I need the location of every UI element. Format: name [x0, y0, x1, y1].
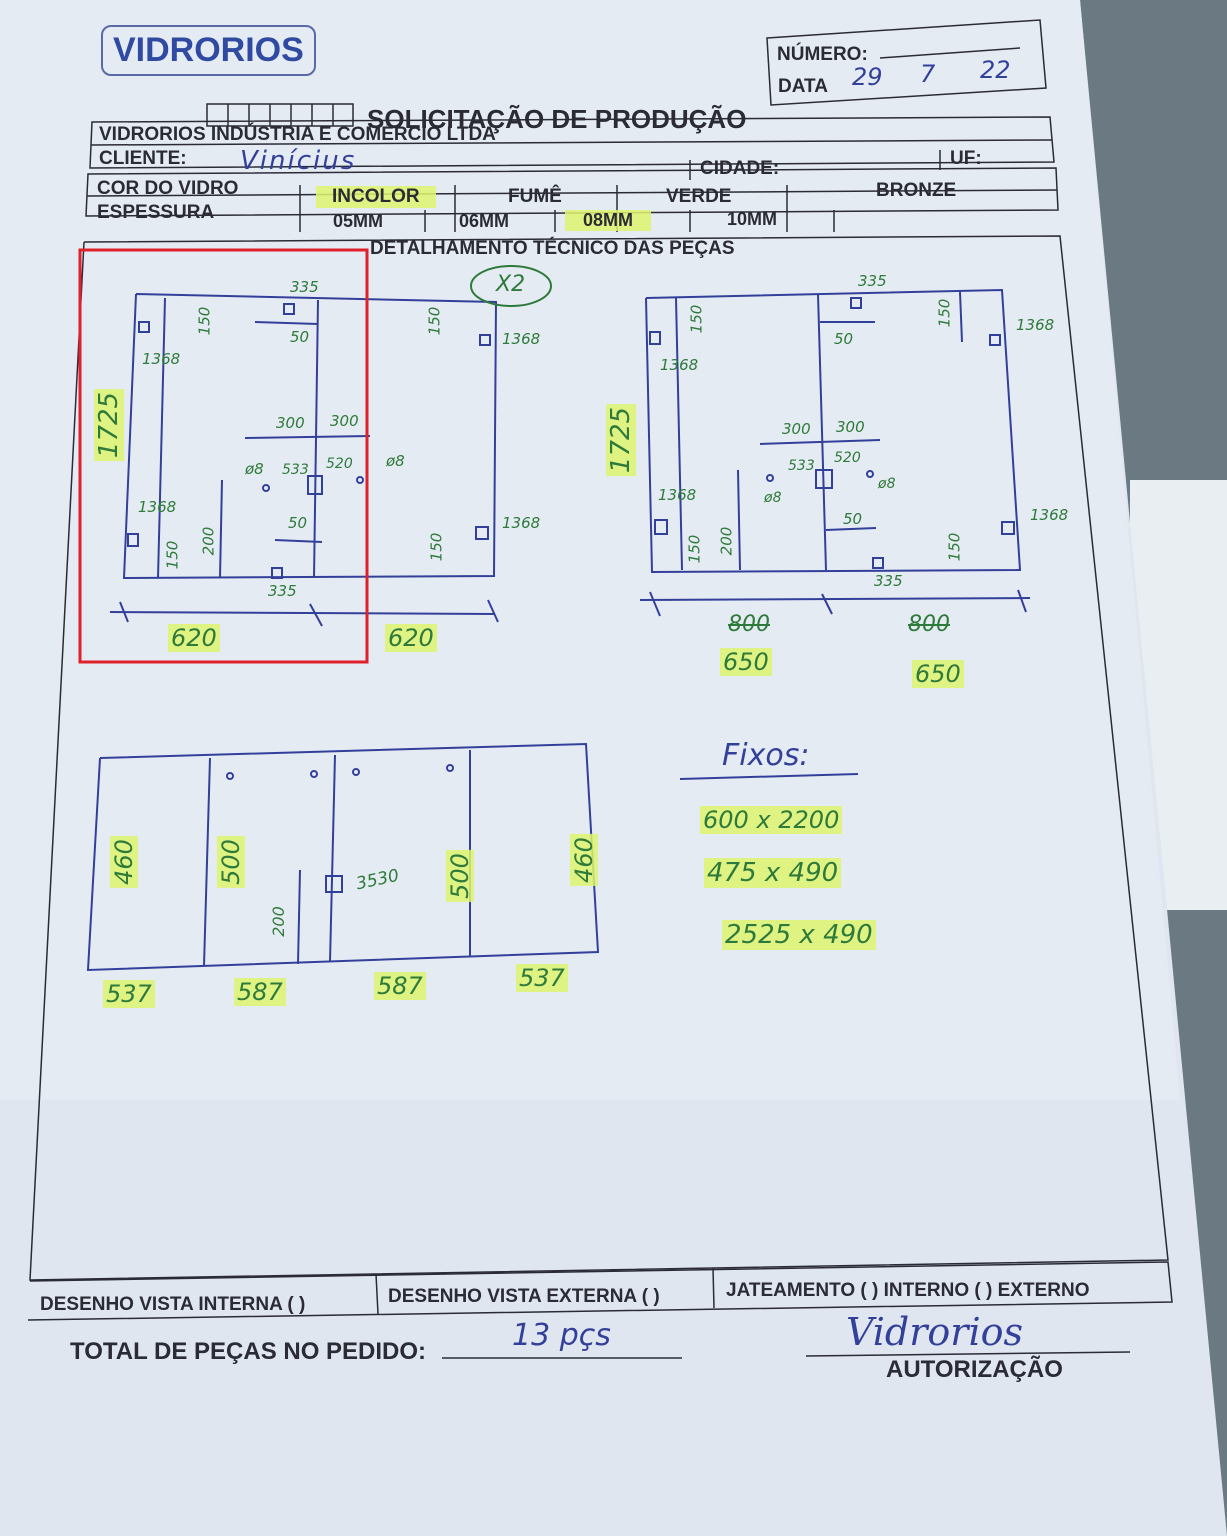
- company-name: VIDRORIOS INDÚSTRIA E COMÉRCIO LTDA: [99, 124, 496, 145]
- drawing-1-label: 300: [330, 412, 359, 430]
- drawing-1-label: 150: [163, 540, 182, 570]
- drawing-2-width-crossed-right: 800: [908, 612, 950, 637]
- drawing-1-label: 150: [195, 306, 214, 336]
- drawing-2-width-right: 650: [912, 660, 964, 688]
- drawing-2-lines: [639, 288, 1031, 617]
- drawing-1-width-right: 620: [385, 624, 437, 652]
- footer-grid: [27, 1261, 1173, 1359]
- cliente-label: CLIENTE:: [99, 148, 187, 169]
- date-day: 29: [852, 63, 883, 91]
- drawing-2-label: 300: [782, 420, 811, 438]
- drawing-2-label: 200: [717, 526, 736, 556]
- drawing-1-label: 1368: [502, 514, 541, 532]
- drawing-1-label: 50: [290, 328, 310, 346]
- drawing-1-quantity: X2: [496, 272, 526, 297]
- thickness-option-06mm: 06MM: [459, 211, 510, 231]
- drawing-2-label: 150: [687, 304, 706, 334]
- drawing-1-height: 1725: [94, 388, 125, 462]
- data-label: DATA: [778, 76, 828, 97]
- vista-externa-option: DESENHO VISTA EXTERNA ( ): [388, 1286, 660, 1307]
- drawing-1-width-left: 620: [168, 624, 220, 652]
- jateamento-option: JATEAMENTO ( ) INTERNO ( ) EXTERNO: [726, 1280, 1090, 1301]
- thickness-option-08mm: 08MM: [565, 210, 652, 231]
- date-month: 7: [920, 60, 936, 88]
- drawing-3-height-2: 500: [216, 836, 245, 888]
- drawing-3-width-2: 587: [234, 978, 286, 1006]
- drawing-3-width-1: 537: [103, 980, 155, 1008]
- drawing-1-lines: [109, 293, 499, 627]
- drawing-2-height: 1725: [606, 403, 637, 477]
- quantity-circle: [470, 265, 552, 307]
- tick-boxes: [206, 103, 354, 127]
- vista-interna-option: DESENHO VISTA INTERNA ( ): [40, 1294, 306, 1315]
- uf-label: UF:: [950, 148, 982, 169]
- fixos-item: 2525 x 490: [722, 920, 876, 950]
- autorizacao-label: AUTORIZAÇÃO: [886, 1356, 1063, 1383]
- drawing-1-label: 533: [282, 462, 309, 478]
- drawing-2-label: 1368: [1016, 316, 1055, 334]
- color-option-verde: VERDE: [666, 186, 732, 207]
- drawing-2-label: 50: [834, 330, 854, 348]
- logo: VIDRORIOS: [101, 25, 316, 76]
- drawing-1-label: 335: [268, 582, 297, 600]
- drawing-1-label: 150: [425, 306, 444, 336]
- drawing-2-label: 335: [874, 572, 903, 590]
- form-title: SOLICITAÇÃO DE PRODUÇÃO: [367, 104, 747, 134]
- thickness-option-10mm: 10MM: [727, 209, 778, 229]
- drawing-1-label: 200: [199, 526, 218, 556]
- cliente-value: Vinícius: [240, 146, 357, 176]
- drawing-3-label: 200: [268, 906, 288, 937]
- color-option-bronze: BRONZE: [876, 180, 957, 201]
- drawing-2-width-left: 650: [720, 648, 772, 676]
- drawing-2-width-crossed-left: 800: [728, 612, 770, 637]
- color-option-incolor: INCOLOR: [316, 186, 436, 208]
- drawing-2-label: 1368: [658, 486, 697, 504]
- numero-label: NÚMERO:: [777, 44, 868, 65]
- drawing-2-label: 150: [935, 298, 954, 328]
- drawing-2-label: 150: [685, 534, 704, 564]
- total-pecas-value: 13 pçs: [512, 1318, 611, 1353]
- drawing-3-height-1: 460: [109, 836, 138, 888]
- drawing-1-label: ø8: [386, 452, 405, 470]
- fixos-item: 600 x 2200: [700, 806, 843, 834]
- drawing-3-height-4: 460: [569, 834, 598, 886]
- highlight-rectangle: [78, 248, 369, 664]
- fixos-title: Fixos:: [722, 738, 810, 773]
- drawing-2-label: 1368: [1030, 506, 1069, 524]
- cidade-label: CIDADE:: [700, 158, 780, 179]
- drawing-1-label: 1368: [142, 350, 181, 368]
- drawing-1-label: 1368: [138, 498, 177, 516]
- drawing-2-label: ø8: [878, 476, 896, 492]
- signature: Vidrorios: [846, 1310, 1023, 1354]
- color-option-fume: FUMÊ: [508, 186, 562, 207]
- number-date-box: [766, 19, 1047, 106]
- drawing-1-label: ø8: [245, 460, 264, 478]
- date-year: 22: [980, 56, 1011, 84]
- form-table: [29, 116, 1169, 1281]
- drawing-2-label: 150: [945, 532, 964, 562]
- drawing-1-label: 1368: [502, 330, 541, 348]
- espessura-label: ESPESSURA: [97, 202, 215, 223]
- drawing-3-width-4: 537: [516, 964, 568, 992]
- drawing-2-label: 1368: [660, 356, 699, 374]
- thickness-option-05mm: 05MM: [333, 211, 384, 231]
- drawing-2-label: 335: [858, 272, 887, 290]
- cor-do-vidro-label: COR DO VIDRO: [97, 178, 239, 199]
- drawing-1-label: 50: [288, 514, 308, 532]
- drawing-1-label: 150: [427, 532, 446, 562]
- drawing-1-label: 335: [290, 278, 319, 296]
- drawing-2-label: 300: [836, 418, 865, 436]
- drawing-2-label: 520: [834, 450, 861, 466]
- drawing-1-label: 300: [276, 414, 305, 432]
- drawing-3-width-3: 587: [374, 972, 426, 1000]
- drawing-2-label: 533: [788, 458, 815, 474]
- drawing-1-label: 520: [326, 456, 353, 472]
- drawing-3-height-3: 500: [445, 850, 474, 902]
- drawing-2-label: 50: [843, 510, 863, 528]
- drawing-2-label: ø8: [764, 490, 782, 506]
- fixos-item: 475 x 490: [704, 858, 842, 888]
- section-title: DETALHAMENTO TÉCNICO DAS PEÇAS: [370, 238, 735, 259]
- total-pecas-label: TOTAL DE PEÇAS NO PEDIDO:: [70, 1338, 427, 1365]
